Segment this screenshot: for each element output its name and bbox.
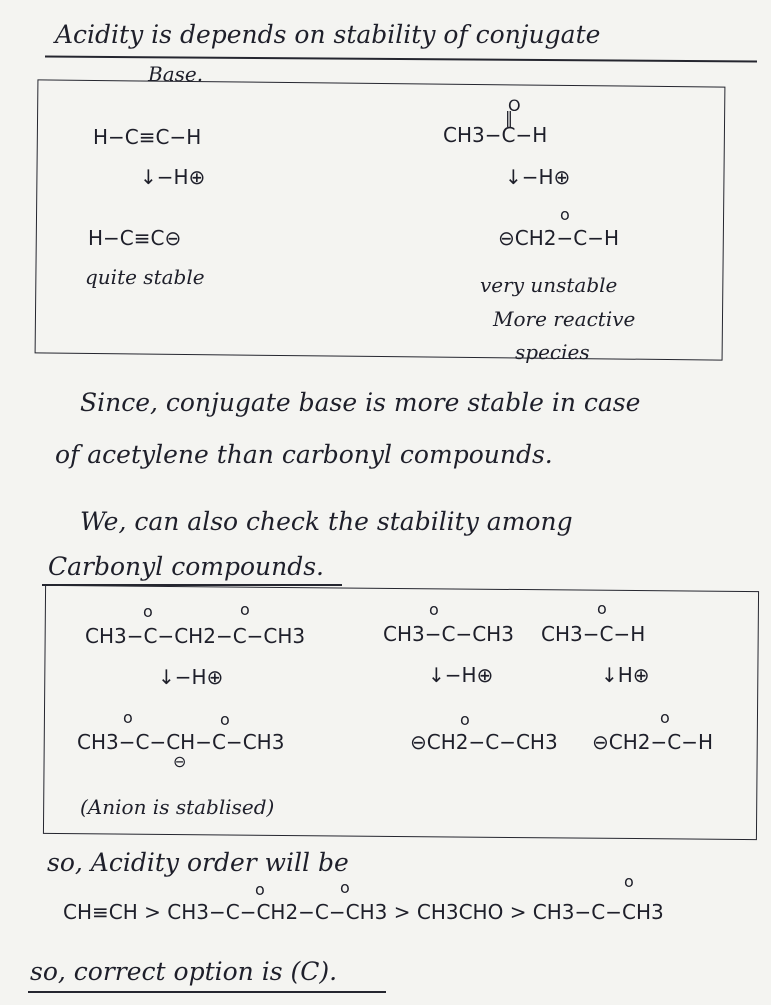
acetone-reactant: CH3−C−CH3 <box>383 622 514 646</box>
diketone-anion-o1: o <box>123 708 133 727</box>
para2-line2: Carbonyl compounds. <box>48 552 325 581</box>
unstable-note-1: very unstable <box>480 273 618 297</box>
acidity-order: CH≡CH > CH3−C−CH2−C−CH3 > CH3CHO > CH3−C… <box>63 900 664 924</box>
acetone-arrow: ↓−H⊕ <box>428 663 494 687</box>
acetone-o: o <box>429 600 439 619</box>
para1-line1: Since, conjugate base is more stable in … <box>80 388 641 417</box>
enolate-product: ⊖CH2−C−H <box>498 226 620 250</box>
conclusion-line-1: so, Acidity order will be <box>47 848 349 877</box>
ethanal-arrow: ↓H⊕ <box>601 663 650 687</box>
acetone-anion-o: o <box>460 710 470 729</box>
diketone-anion: CH3−C−CH−C−CH3 <box>77 730 285 754</box>
order-o2: o <box>340 878 350 897</box>
final-answer: so, correct option is (C). <box>30 957 338 986</box>
final-underline <box>28 991 386 993</box>
order-o3: o <box>624 872 634 891</box>
acetylide-note: quite stable <box>85 265 205 289</box>
para2-underline <box>42 584 342 586</box>
para2-line1: We, can also check the stability among <box>80 507 573 536</box>
para1-line2: of acetylene than carbonyl compounds. <box>55 440 553 469</box>
unstable-note-3: species <box>515 340 590 364</box>
acetylide-product: H−C≡C⊖ <box>88 226 182 250</box>
enolate-o: o <box>560 205 570 224</box>
acetaldehyde-reactant: CH3−C−H <box>443 123 548 147</box>
diketone-o1: o <box>143 602 153 621</box>
diketone-anion-charge: ⊖ <box>173 752 187 771</box>
title-line-1: Acidity is depends on stability of conju… <box>55 20 601 49</box>
acetylene-reactant: H−C≡C−H <box>93 125 202 149</box>
acetaldehyde-arrow: ↓−H⊕ <box>505 165 571 189</box>
acetaldehyde-o: O <box>508 96 521 115</box>
acetone-anion: ⊖CH2−C−CH3 <box>410 730 558 754</box>
anion-stabilised-note: (Anion is stablised) <box>80 795 275 819</box>
diketone-reactant: CH3−C−CH2−C−CH3 <box>85 624 306 648</box>
diketone-arrow: ↓−H⊕ <box>158 665 224 689</box>
ethanal-anion-o: o <box>660 708 670 727</box>
acetylene-arrow: ↓−H⊕ <box>140 165 206 189</box>
diketone-anion-o2: o <box>220 710 230 729</box>
title-line-2: Base. <box>148 62 204 86</box>
order-o1: o <box>255 880 265 899</box>
diketone-o2: o <box>240 600 250 619</box>
acetaldehyde-dbl: ‖ <box>505 108 513 127</box>
ethanal-o: o <box>597 599 607 618</box>
ethanal-anion: ⊖CH2−C−H <box>592 730 714 754</box>
ethanal-reactant: CH3−C−H <box>541 622 646 646</box>
unstable-note-2: More reactive <box>493 307 636 331</box>
